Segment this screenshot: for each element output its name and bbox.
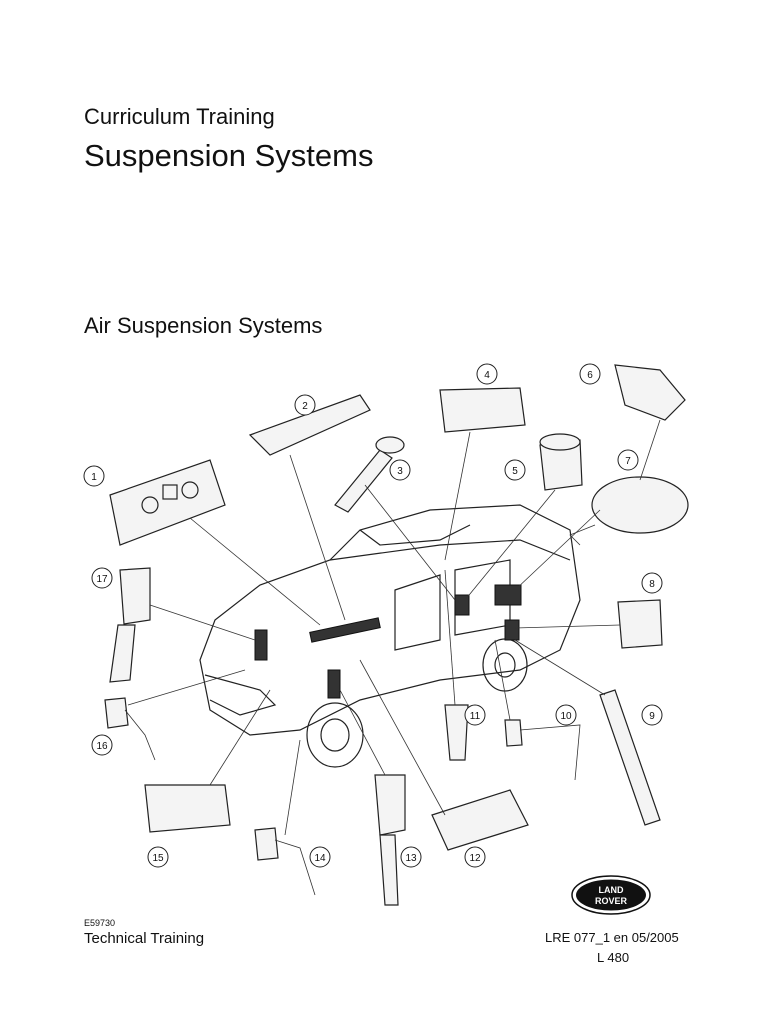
page-reference: L 480 (597, 950, 630, 965)
callout-5: 5 (504, 459, 526, 481)
component-13-front-strut (374, 774, 406, 906)
callout-12: 12 (464, 846, 486, 868)
svg-text:4: 4 (484, 370, 490, 381)
callout-11: 11 (464, 704, 486, 726)
vehicle-illustration (199, 504, 581, 768)
component-9-shock-absorber (599, 689, 661, 826)
callout-4: 4 (476, 363, 498, 385)
callout-3: 3 (389, 459, 411, 481)
svg-text:3: 3 (397, 466, 403, 477)
page-title: Suspension Systems (84, 138, 374, 173)
svg-text:9: 9 (649, 711, 655, 722)
svg-text:7: 7 (625, 456, 631, 467)
svg-text:ROVER: ROVER (595, 896, 628, 906)
component-12-control-module (431, 789, 529, 851)
component-8-air-spring (617, 599, 663, 649)
component-6-valve (614, 364, 686, 421)
section-title: Air Suspension Systems (84, 313, 323, 338)
component-10-height-sensor (504, 719, 581, 781)
component-4-valve-block (439, 387, 526, 433)
component-1-control-panel (109, 459, 226, 546)
svg-text:10: 10 (560, 711, 572, 722)
callout-8: 8 (641, 572, 663, 594)
component-11-bracket (444, 704, 469, 761)
svg-text:6: 6 (587, 370, 593, 381)
svg-text:1: 1 (91, 472, 97, 483)
component-7-reservoir (569, 476, 689, 546)
svg-text:16: 16 (96, 741, 108, 752)
callout-15: 15 (147, 846, 169, 868)
air-suspension-diagram: 1 2 3 4 5 6 7 8 9 10 11 12 13 14 15 16 1… (83, 363, 689, 906)
land-rover-logo: LAND ROVER (571, 875, 651, 915)
footer-left-label: Technical Training (84, 930, 205, 947)
svg-text:12: 12 (469, 853, 481, 864)
callout-2: 2 (294, 394, 316, 416)
svg-text:2: 2 (302, 401, 308, 412)
component-14-height-sensor (254, 827, 316, 896)
svg-text:11: 11 (470, 711, 481, 722)
callout-13: 13 (400, 846, 422, 868)
subtitle: Curriculum Training (84, 104, 275, 129)
component-17-front-strut (109, 567, 151, 683)
callout-7: 7 (617, 449, 639, 471)
component-16-height-sensor (104, 697, 156, 761)
svg-text:17: 17 (96, 574, 108, 585)
document-reference: LRE 077_1 en 05/2005 (545, 930, 679, 945)
callout-17: 17 (91, 567, 113, 589)
callout-9: 9 (641, 704, 663, 726)
svg-text:5: 5 (512, 466, 518, 477)
callout-10: 10 (555, 704, 577, 726)
svg-text:LAND: LAND (599, 885, 624, 895)
leader-lines (127, 419, 661, 836)
callout-1: 1 (83, 465, 105, 487)
svg-text:13: 13 (405, 853, 417, 864)
svg-text:15: 15 (152, 853, 164, 864)
callout-14: 14 (309, 846, 331, 868)
component-3-damper (334, 436, 405, 513)
callout-6: 6 (579, 363, 601, 385)
component-2-crossbar (248, 394, 371, 456)
component-15-valve-block (144, 784, 231, 833)
figure-code: E59730 (84, 918, 116, 928)
callout-16: 16 (91, 734, 113, 756)
svg-text:14: 14 (314, 853, 326, 864)
svg-text:8: 8 (649, 579, 655, 590)
component-5-air-spring (539, 433, 583, 491)
